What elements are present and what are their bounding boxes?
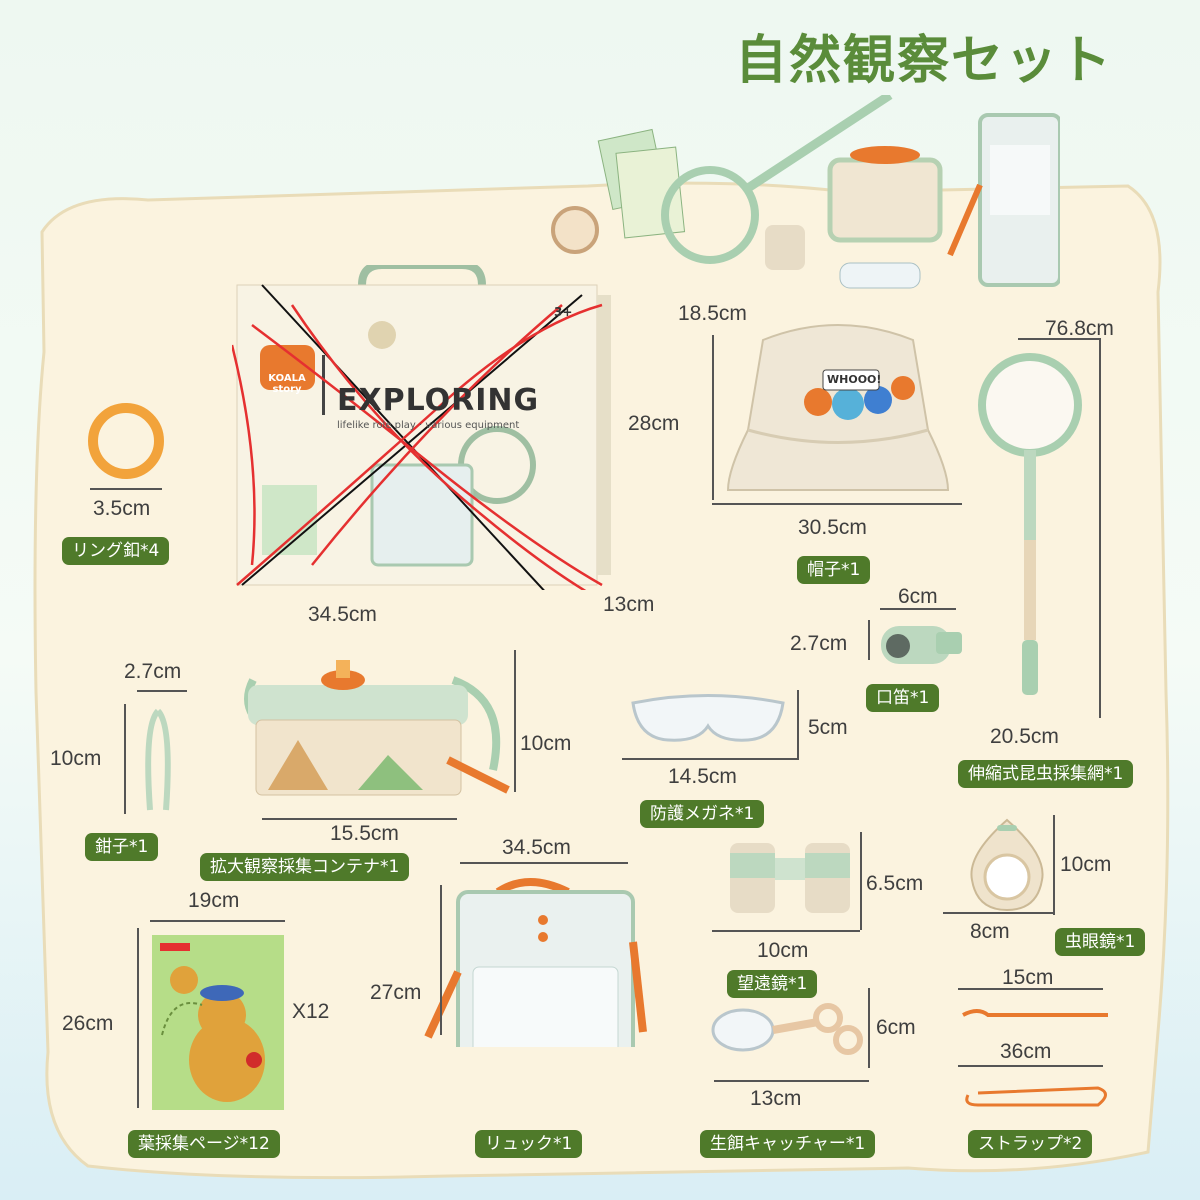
whistle-icon xyxy=(881,626,962,664)
net-width-dim: 20.5cm xyxy=(990,725,1059,748)
hat-height-dim: 28cm xyxy=(628,412,680,435)
goggles-label: 防護メガネ*1 xyxy=(640,800,765,828)
binoc-height-dim: 6.5cm xyxy=(866,872,924,895)
backpack-icon xyxy=(424,878,647,1047)
strap-icon xyxy=(962,1009,1108,1017)
tongs-height-dim: 10cm xyxy=(50,747,102,770)
book-label: 葉採集ページ*12 xyxy=(128,1130,280,1158)
goggles-width-dim: 14.5cm xyxy=(668,765,737,788)
catcher-height-dim: 6cm xyxy=(876,1016,916,1039)
hat-badge: WHOOO! xyxy=(827,373,882,386)
magnifier-icon xyxy=(970,818,1044,912)
strap-label: ストラップ*2 xyxy=(968,1130,1093,1158)
strap1-width-dim: 15cm xyxy=(1002,966,1054,989)
product-box: KOALA story EXPLORING lifelike role play… xyxy=(232,265,612,590)
net-length-dim: 76.8cm xyxy=(1045,317,1114,340)
ring-icon xyxy=(88,403,164,479)
ring-dim: 3.5cm xyxy=(93,497,151,520)
box-brand: KOALA story xyxy=(268,373,306,395)
hat-top-dim: 18.5cm xyxy=(678,302,747,325)
tongs-label: 鉗子*1 xyxy=(85,833,159,861)
magnifier-height-dim: 10cm xyxy=(1060,853,1112,876)
backpack-height-dim: 27cm xyxy=(370,981,422,1004)
container-width-dim: 15.5cm xyxy=(330,822,399,845)
goggles-height-dim: 5cm xyxy=(808,716,848,739)
tongs-icon xyxy=(145,708,171,811)
book-icon xyxy=(152,935,284,1110)
book-width-dim: 19cm xyxy=(188,889,240,912)
book-height-dim: 26cm xyxy=(62,1012,114,1035)
tongs-width-dim: 2.7cm xyxy=(124,660,182,683)
catcher-label: 生餌キャッチャー*1 xyxy=(700,1130,876,1158)
binoculars-label: 望遠鏡*1 xyxy=(727,970,818,998)
box-width-dim: 34.5cm xyxy=(308,603,377,626)
backpack-label: リュック*1 xyxy=(475,1130,583,1158)
ring-label: リング釦*4 xyxy=(62,537,170,565)
magnifier-width-dim: 8cm xyxy=(970,920,1010,943)
container-icon xyxy=(244,660,510,796)
whistle-label: 口笛*1 xyxy=(866,684,940,712)
backpack-width-dim: 34.5cm xyxy=(502,836,571,859)
hat-width-dim: 30.5cm xyxy=(798,516,867,539)
net-icon xyxy=(978,353,1082,695)
container-height-dim: 10cm xyxy=(520,732,572,755)
binoc-width-dim: 10cm xyxy=(757,939,809,962)
box-age: 3+ xyxy=(554,305,573,319)
set-overview-image xyxy=(551,95,1060,289)
net-label: 伸縮式昆虫採集網*1 xyxy=(958,760,1134,788)
hat-icon xyxy=(726,324,950,491)
box-name: EXPLORING xyxy=(337,383,540,418)
box-icon xyxy=(232,265,611,590)
goggles-icon xyxy=(631,694,785,742)
box-depth-dim: 13cm xyxy=(603,593,655,616)
catcher-width-dim: 13cm xyxy=(750,1087,802,1110)
strap2-width-dim: 36cm xyxy=(1000,1040,1052,1063)
whistle-height-dim: 2.7cm xyxy=(790,632,848,655)
catcher-icon xyxy=(711,1003,863,1055)
hat-label: 帽子*1 xyxy=(797,556,871,584)
binoculars-icon xyxy=(730,843,850,913)
box-subtitle: lifelike role play · various equipment xyxy=(337,420,520,431)
magnifier-label: 虫眼鏡*1 xyxy=(1055,928,1146,956)
page-title: 自然観察セット xyxy=(735,31,1114,91)
book-qty: X12 xyxy=(292,1000,330,1023)
container-label: 拡大観察採集コンテナ*1 xyxy=(200,853,410,881)
whistle-width-dim: 6cm xyxy=(898,585,938,608)
strap-icon-long xyxy=(965,1086,1107,1107)
